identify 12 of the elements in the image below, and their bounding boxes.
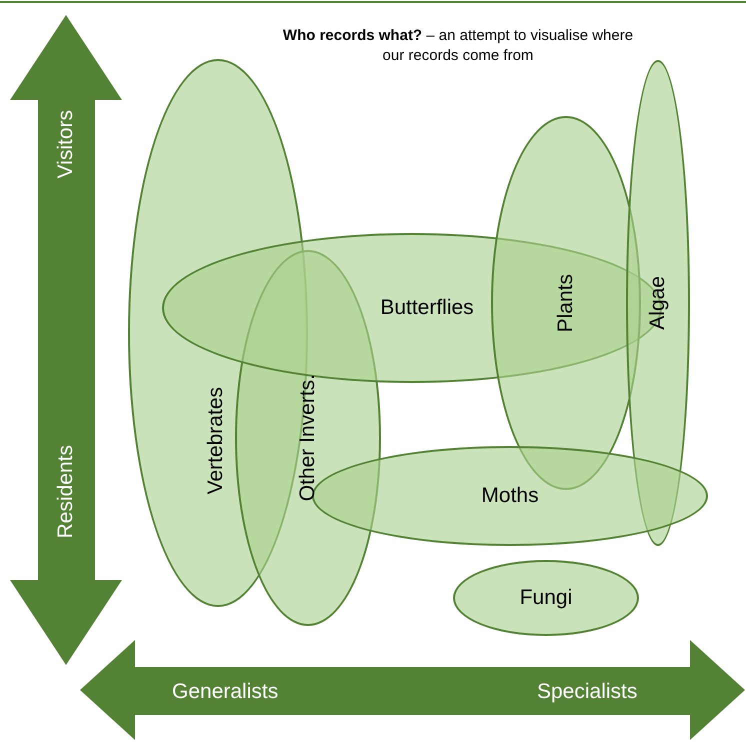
group-label: Moths [481, 484, 539, 508]
group-label: Fungi [520, 586, 572, 610]
group-label: Vertebrates [204, 387, 228, 495]
axis-label: Residents [54, 445, 78, 538]
group-label: Butterflies [380, 296, 474, 320]
axis-label: Generalists [172, 680, 278, 704]
axis-label: Visitors [54, 110, 78, 178]
title: Who records what? – an attempt to visualise where our records come from [282, 26, 634, 66]
group-label: Algae [646, 276, 670, 330]
axis-label: Specialists [537, 680, 638, 704]
group-label: Other Inverts. [296, 374, 320, 502]
group-label: Plants [554, 274, 578, 332]
